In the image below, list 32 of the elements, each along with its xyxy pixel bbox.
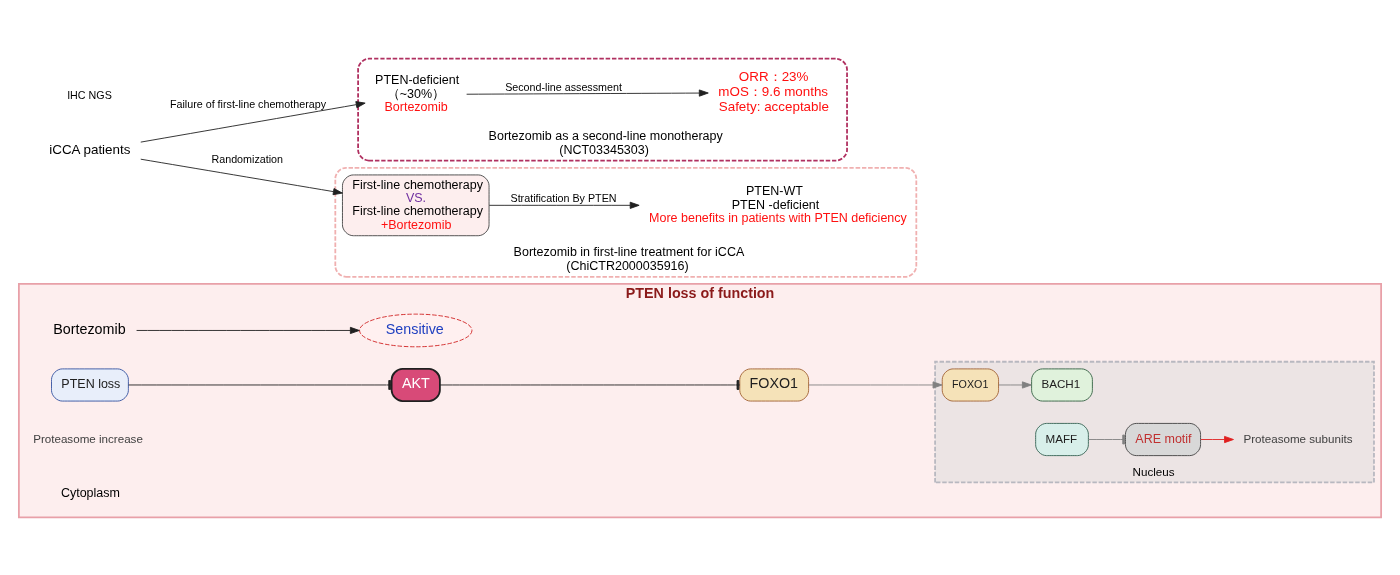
node-text: PTEN-WT PTEN -deficient More benefits in patients with PTEN deficiency xyxy=(649,183,907,225)
arrow xyxy=(136,326,360,334)
node-text: Proteasome subunits xyxy=(1243,431,1353,445)
node-box: FOXO1 xyxy=(739,367,810,401)
node-box: First-line chemotherapy VS. First-line chemotherapy +Bortezomib xyxy=(342,174,490,236)
arrow xyxy=(140,100,366,143)
label: Cytoplasm xyxy=(60,485,120,500)
arrow xyxy=(140,158,343,195)
connector xyxy=(128,379,392,390)
node-box: FOXO1 xyxy=(941,367,999,401)
arrow xyxy=(488,201,640,209)
edge-label: Randomization xyxy=(211,152,284,165)
edge-label: Stratification By PTEN xyxy=(510,191,617,204)
node-text: PTEN-deficient （~30%） Bortezomib xyxy=(375,72,460,114)
node-text: Bortezomib xyxy=(53,320,126,337)
connector xyxy=(439,379,741,390)
node-box: MAFF xyxy=(1035,422,1089,456)
node-text: iCCA patients xyxy=(49,141,131,157)
label: IHC NGS xyxy=(67,88,112,101)
node-ellipse: Sensitive xyxy=(359,313,473,347)
arrow xyxy=(466,89,709,97)
node-text: ORR：23% mOS：9.6 months Safety: acceptable xyxy=(718,68,829,114)
node-box: BACH1 xyxy=(1031,367,1093,401)
arrow xyxy=(998,380,1032,389)
label: Proteasome increase xyxy=(33,431,143,445)
edge-label: Failure of first-line chemotherapy xyxy=(169,97,327,110)
edge-label: Second-line assessment xyxy=(505,80,622,93)
arrow xyxy=(808,380,943,389)
node-box: PTEN loss xyxy=(51,367,129,401)
connector xyxy=(1088,434,1126,444)
arrow xyxy=(1200,435,1234,443)
node-box: ARE motif xyxy=(1125,422,1201,456)
